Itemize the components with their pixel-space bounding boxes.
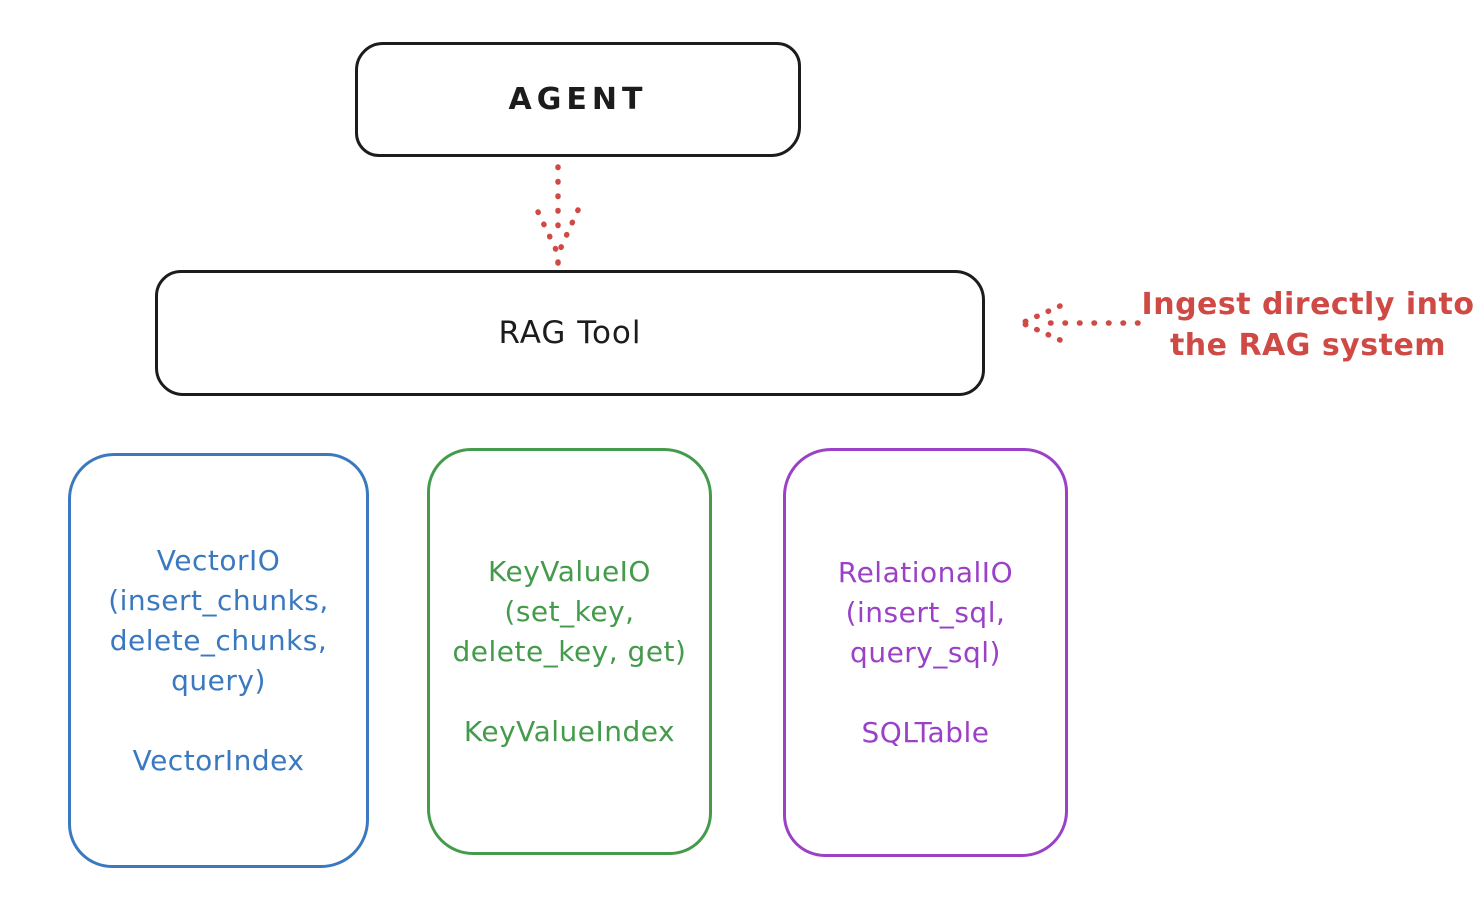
store-line: delete_chunks,	[109, 623, 328, 657]
rag-tool-box: RAG Tool	[155, 270, 985, 396]
vector-index-label: VectorIndex	[132, 743, 305, 777]
store-line: (insert_sql,	[845, 595, 1006, 629]
store-line: query)	[171, 663, 266, 697]
left-arrow-icon	[1019, 303, 1141, 343]
sql-table-label: SQLTable	[861, 715, 990, 749]
store-line: VectorIO	[156, 543, 281, 577]
store-line: (set_key,	[504, 594, 635, 628]
agent-box: AGENT	[355, 42, 801, 157]
rag-tool-label: RAG Tool	[498, 315, 642, 351]
store-line: query_sql)	[850, 635, 1001, 669]
relational-io-box: RelationalIO (insert_sql, query_sql) SQL…	[783, 448, 1068, 857]
down-arrow-icon	[535, 164, 581, 266]
keyvalue-index-label: KeyValueIndex	[463, 714, 676, 748]
ingest-annotation-line2: the RAG system	[1169, 328, 1447, 363]
keyvalue-io-box: KeyValueIO (set_key, delete_key, get) Ke…	[427, 448, 712, 855]
vector-io-box: VectorIO (insert_chunks, delete_chunks, …	[68, 453, 369, 868]
store-line: delete_key, get)	[452, 634, 687, 668]
store-line: KeyValueIO	[488, 554, 651, 588]
agent-label: AGENT	[508, 82, 648, 117]
store-line: RelationalIO	[837, 555, 1014, 589]
ingest-annotation-line1: Ingest directly into	[1141, 287, 1475, 322]
store-line: (insert_chunks,	[108, 583, 329, 617]
ingest-annotation: Ingest directly into the RAG system	[1140, 284, 1476, 366]
